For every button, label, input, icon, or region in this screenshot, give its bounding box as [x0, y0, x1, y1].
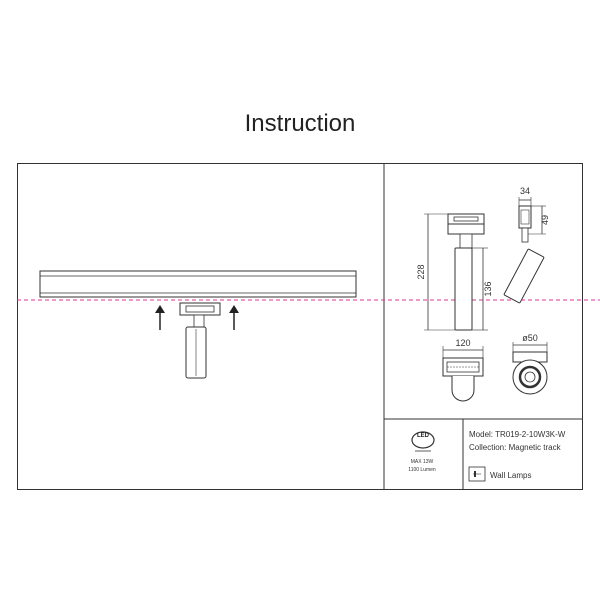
dim-label-120: 120	[455, 338, 470, 348]
dimension-228	[424, 213, 455, 331]
dimension-49	[528, 205, 546, 235]
dim-label-136: 136	[483, 281, 493, 296]
dimension-50	[512, 342, 548, 352]
lamp-body	[185, 326, 207, 379]
page-title: Instruction	[244, 110, 356, 137]
dimension-34	[518, 197, 532, 206]
wall-lamp-icon	[468, 466, 486, 482]
up-arrow-left-icon	[155, 305, 165, 330]
dim-label-34: 34	[520, 186, 530, 196]
led-badge-icon	[411, 431, 435, 452]
lamp-adapter	[179, 302, 221, 328]
model-label: Model: TR019-2-10W3K-W	[469, 430, 566, 439]
led-label: LED	[417, 433, 429, 439]
dim-label-49: 49	[540, 215, 550, 225]
side-view-lamp	[503, 205, 545, 304]
collection-label: Collection: Magnetic track	[469, 443, 561, 452]
lumen-label: 1100 Lumen	[408, 467, 436, 473]
top-view-lamp	[442, 357, 484, 402]
category-label: Wall Lamps	[490, 471, 532, 480]
instruction-frame	[17, 163, 583, 490]
dimension-136	[472, 247, 488, 331]
up-arrow-right-icon	[229, 305, 239, 330]
bottom-view-lamp	[512, 351, 548, 395]
track-rail	[39, 270, 357, 298]
dim-label-50: ø50	[522, 333, 538, 343]
front-view-lamp	[447, 213, 485, 331]
dim-label-228: 228	[416, 264, 426, 279]
max-power-label: MAX 13W	[410, 459, 434, 465]
dimension-120	[442, 346, 484, 358]
